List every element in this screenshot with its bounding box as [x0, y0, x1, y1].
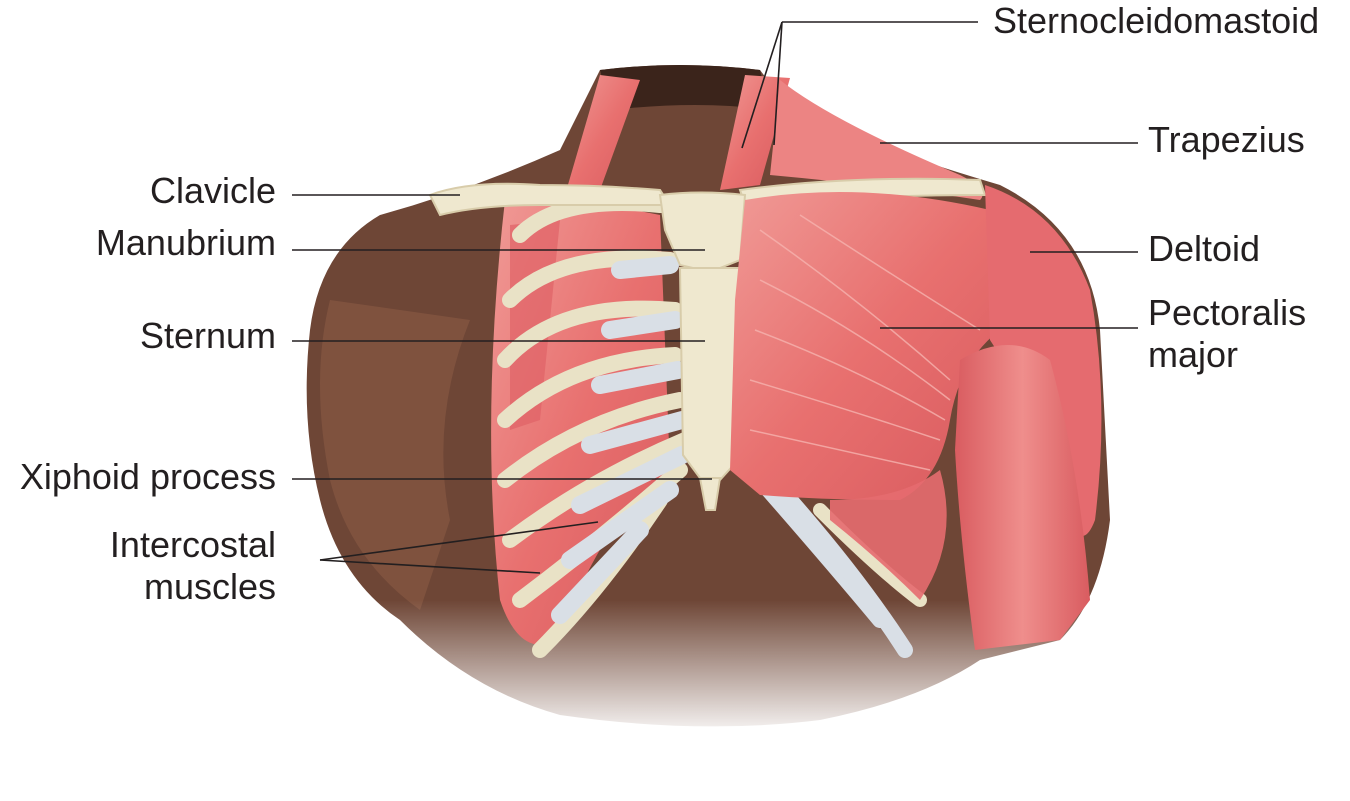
biceps-arm [955, 345, 1090, 650]
ribs-right [752, 472, 927, 658]
leader-lines [292, 21, 1138, 574]
xiphoid-process-bone [698, 477, 722, 511]
serratus-muscle [830, 470, 947, 600]
label-sternocleidomastoid: Sternocleidomastoid [993, 0, 1320, 41]
label-xiphoid-process: Xiphoid process [19, 456, 276, 497]
trapezius-muscle [770, 80, 983, 200]
label-intercostal-muscles-line1: Intercostal [109, 524, 276, 565]
leader-sternocleidomastoid-a [741, 21, 783, 149]
label-clavicle: Clavicle [149, 170, 276, 211]
label-deltoid: Deltoid [1148, 228, 1261, 269]
leader-intercostal-b [319, 559, 541, 574]
label-sternum: Sternum [139, 315, 276, 356]
label-trapezius: Trapezius [1148, 119, 1305, 160]
pectoralis-major-muscle [730, 192, 1000, 500]
pectoralis-fibers [749, 214, 981, 471]
label-manubrium: Manubrium [95, 222, 276, 263]
label-intercostal-muscles-line2: muscles [143, 566, 276, 607]
label-pectoralis-major-line1: Pectoralis [1148, 292, 1307, 333]
leader-intercostal-a [319, 521, 599, 561]
ribs-left [497, 195, 693, 658]
leader-sternocleidomastoid-b [773, 21, 783, 146]
sternocleidomastoid-muscle [565, 75, 790, 195]
label-pectoralis-major-line2: major [1148, 334, 1239, 375]
